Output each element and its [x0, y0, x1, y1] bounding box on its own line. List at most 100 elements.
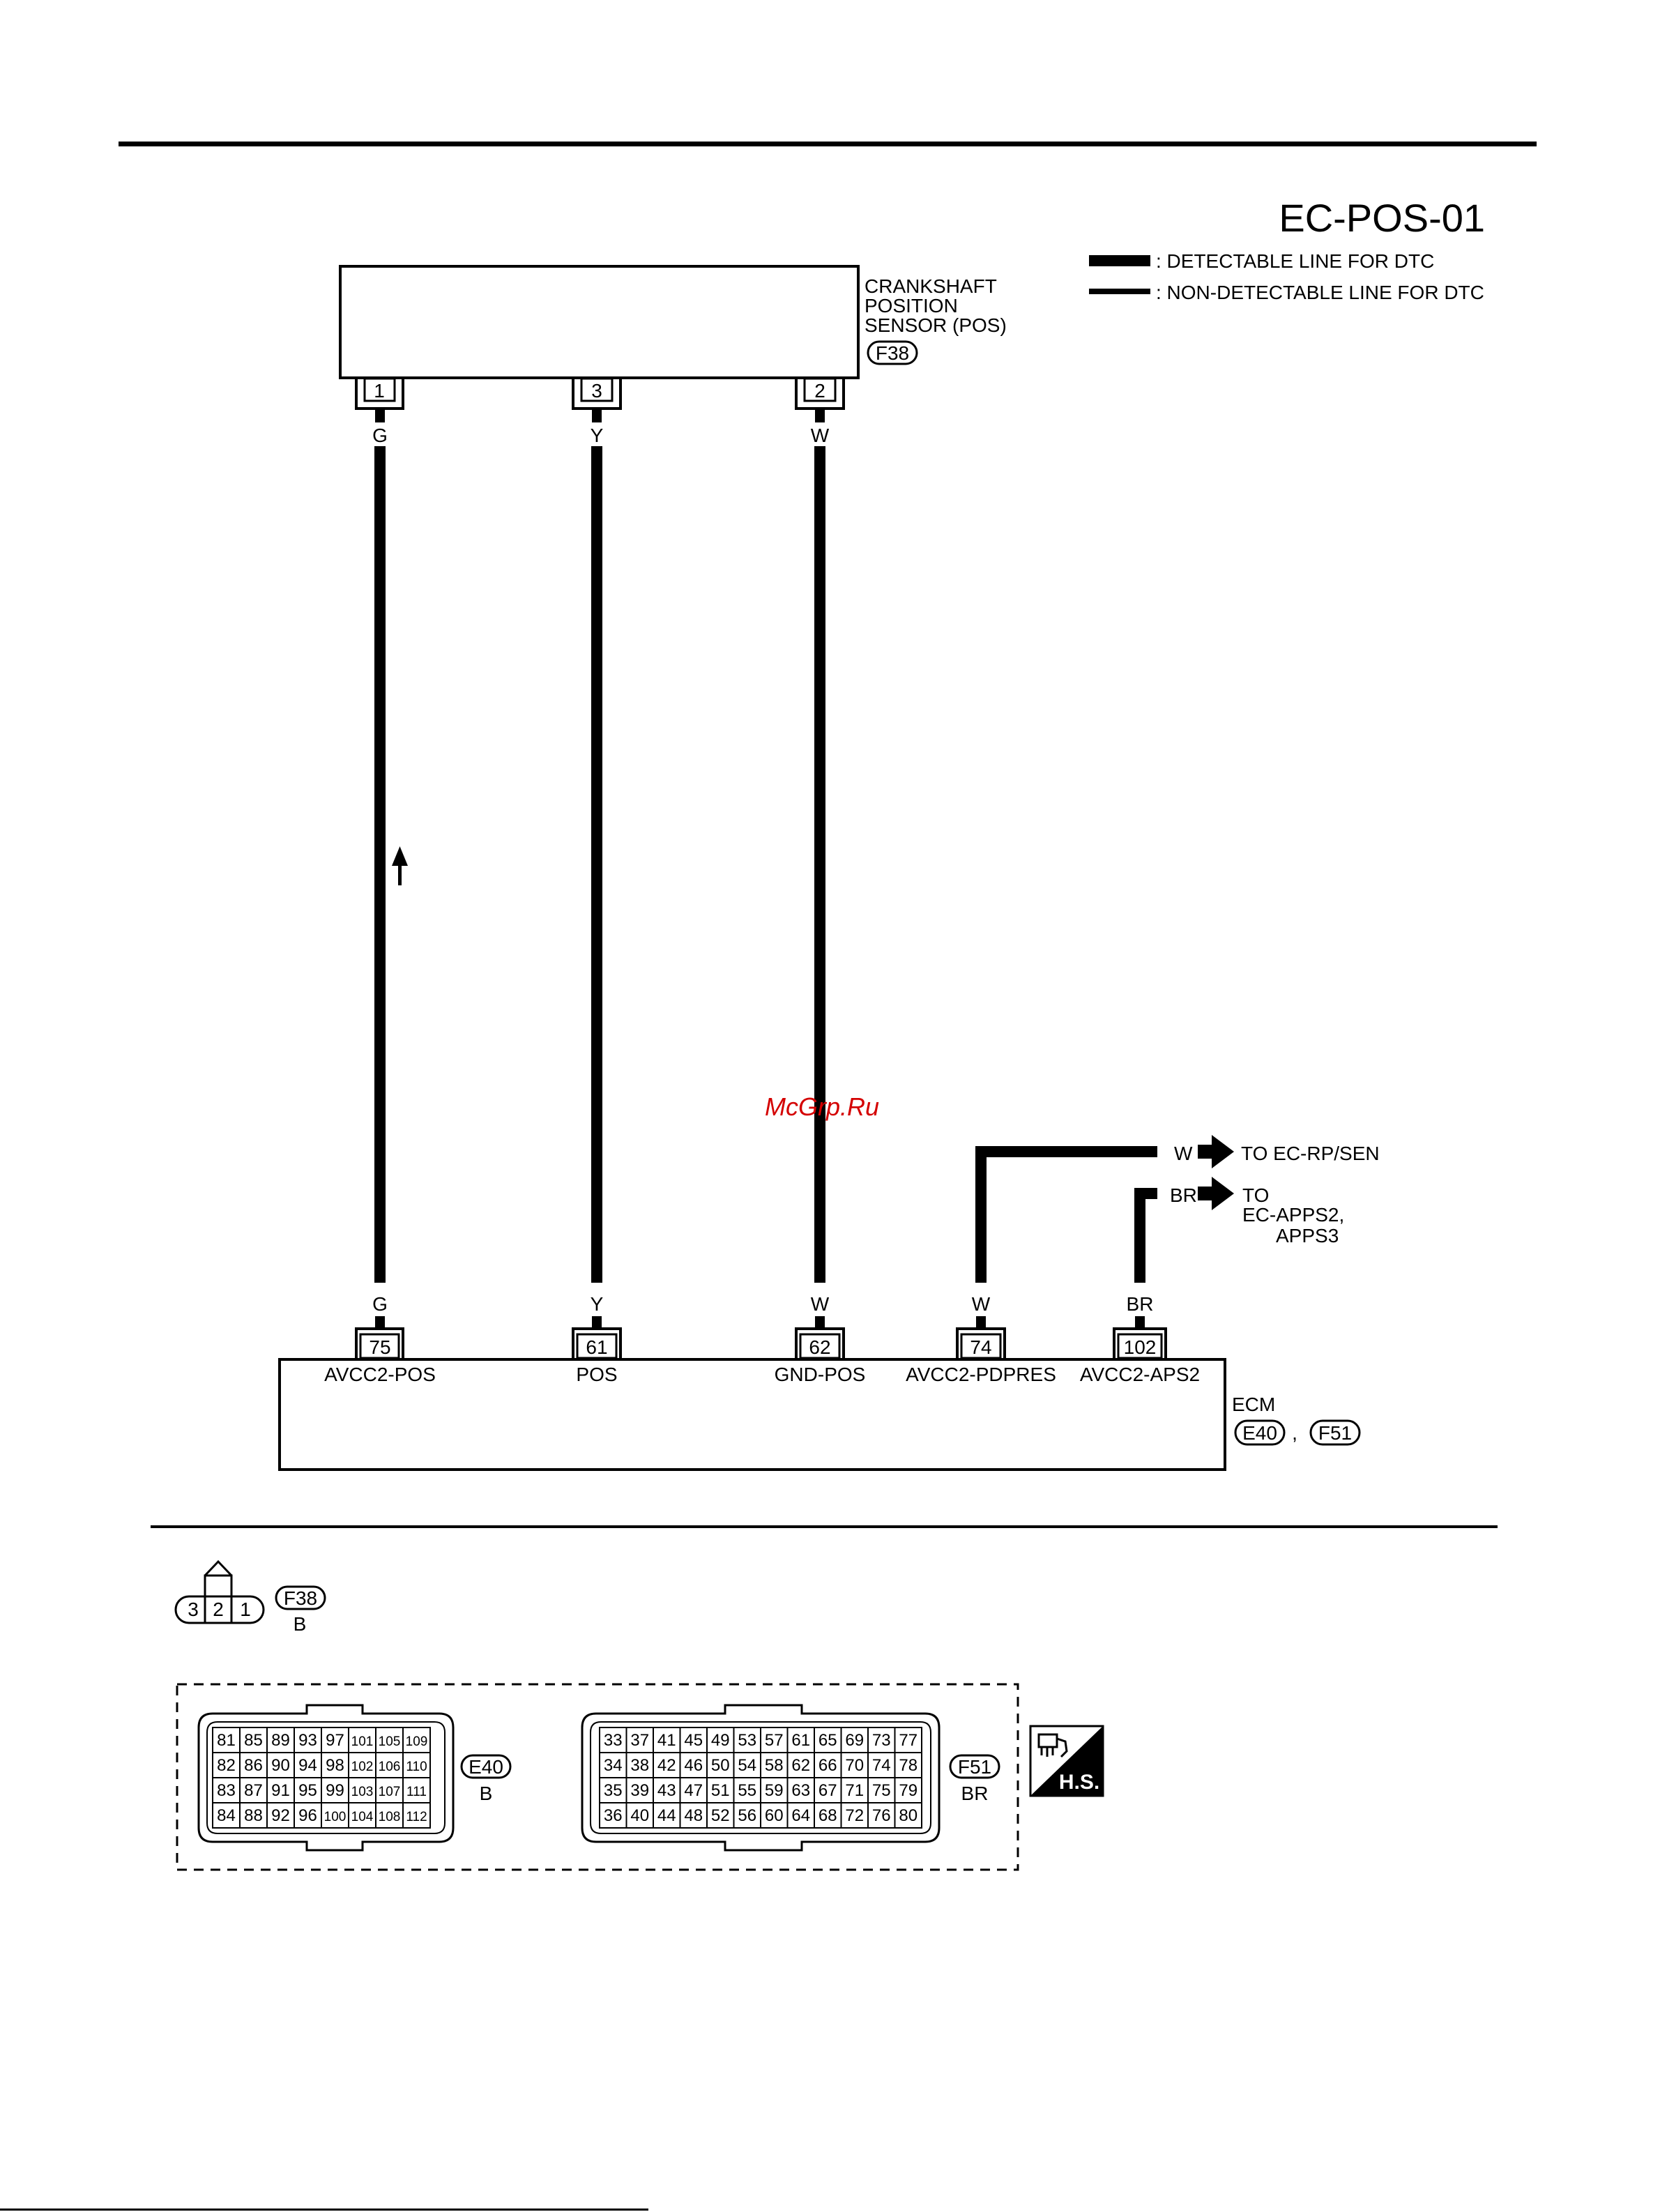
f51-pin-40: 40: [630, 1806, 649, 1825]
ecm-terminal-label-74: AVCC2-PDPRES: [906, 1364, 1056, 1385]
f51-pin-cell: [894, 1777, 922, 1803]
f51-pin-cell: [840, 1752, 869, 1778]
wire-w-color-top: W: [811, 425, 830, 446]
ecm-terminal-label-75: AVCC2-POS: [324, 1364, 436, 1385]
f51-pin-71: 71: [845, 1781, 864, 1800]
top-rule: [119, 142, 1537, 146]
sensor-name-line-2: POSITION: [865, 295, 958, 316]
f51-pin-41: 41: [657, 1731, 676, 1750]
f51-pin-60: 60: [765, 1806, 784, 1825]
f51-pin-67: 67: [818, 1781, 837, 1800]
f51-pin-cell: [599, 1802, 627, 1829]
e40-pin-cell: [402, 1802, 431, 1829]
branch-br-color-right: BR: [1170, 1184, 1197, 1206]
f51-pin-56: 56: [738, 1806, 756, 1825]
ecm-pin-74-number: 74: [970, 1336, 991, 1358]
signal-direction-arrow-icon: [392, 846, 408, 885]
e40-pin-91: 91: [271, 1781, 290, 1800]
sensor-pin-1: 1: [355, 377, 404, 410]
e40-pin-cell: [266, 1777, 295, 1803]
f38-pin-3: 3: [188, 1599, 199, 1620]
e40-pin-98: 98: [326, 1756, 344, 1775]
e40-pin-cell: [375, 1777, 404, 1803]
f51-pin-cell: [679, 1777, 708, 1803]
f51-pin-50: 50: [711, 1756, 730, 1775]
f51-pin-69: 69: [845, 1731, 864, 1750]
f51-pin-72: 72: [845, 1806, 864, 1825]
ecm: AVCC2-POS POS GND-POS AVCC2-PDPRES AVCC2…: [278, 1358, 1361, 1471]
f51-pin-74: 74: [872, 1756, 891, 1775]
f51-pin-cell: [679, 1727, 708, 1753]
f51-pin-49: 49: [711, 1731, 730, 1750]
f51-pin-51: 51: [711, 1781, 730, 1800]
f51-pin-55: 55: [738, 1781, 756, 1800]
legend-thin-sample: [1089, 289, 1150, 294]
f51-pin-cell: [733, 1802, 761, 1829]
f51-pin-35: 35: [604, 1781, 623, 1800]
ecm-pin-62: 62: [795, 1327, 845, 1359]
f51-pin-34: 34: [604, 1756, 623, 1775]
e40-pin-111: 111: [406, 1785, 427, 1799]
f51-pin-58: 58: [765, 1756, 784, 1775]
wire-g: G G: [372, 410, 388, 1329]
f51-pin-61: 61: [791, 1731, 810, 1750]
e40-pin-97: 97: [326, 1731, 344, 1750]
f51-pin-cell: [625, 1802, 654, 1829]
ecm-pin-61-number: 61: [586, 1336, 607, 1358]
wire-g-color-bottom: G: [372, 1293, 388, 1315]
f51-pin-cell: [679, 1802, 708, 1829]
f51-pin-47: 47: [684, 1781, 703, 1800]
branch-w-destination: TO EC-RP/SEN: [1241, 1143, 1380, 1164]
watermark: McGrp.Ru: [765, 1092, 879, 1121]
wire-y-color-top: Y: [591, 425, 604, 446]
f51-pin-cell: [786, 1752, 815, 1778]
e40-pin-82: 82: [217, 1756, 236, 1775]
f38-connector-face: 3 2 1 F38 B: [174, 1559, 326, 1635]
crankshaft-position-sensor: CRANKSHAFT POSITION SENSOR (POS) F38: [339, 265, 1007, 379]
sensor-pin-2-number: 2: [814, 380, 825, 402]
hs-harness-side-badge: H.S.: [1029, 1725, 1104, 1797]
f51-pin-cell: [760, 1727, 789, 1753]
f38-pin-2: 2: [213, 1599, 224, 1620]
ecm-connectors-enclosure: [176, 1683, 1019, 1871]
branch-br-destination-line-2: EC-APPS2,: [1242, 1204, 1344, 1226]
ecm-pin-102: 102: [1113, 1327, 1167, 1359]
hs-badge-label: H.S.: [1059, 1771, 1099, 1794]
legend-thick-sample: [1089, 255, 1150, 266]
f51-pin-cell: [894, 1802, 922, 1829]
e40-pin-95: 95: [298, 1781, 317, 1800]
branch-w-arrow-icon: [1198, 1135, 1234, 1168]
f51-pin-80: 80: [899, 1806, 917, 1825]
ecm-name: ECM: [1232, 1394, 1275, 1415]
f51-connector-id: F51: [958, 1756, 991, 1778]
f51-pin-43: 43: [657, 1781, 676, 1800]
f51-pin-59: 59: [765, 1781, 784, 1800]
ecm-terminal-label-102: AVCC2-APS2: [1080, 1364, 1200, 1385]
e40-pin-103: 103: [351, 1785, 374, 1799]
sensor-pin-3: 3: [572, 377, 622, 410]
f51-pin-cell: [599, 1752, 627, 1778]
e40-pin-102: 102: [351, 1760, 374, 1774]
f51-pin-70: 70: [845, 1756, 864, 1775]
f51-pin-78: 78: [899, 1756, 917, 1775]
e40-pin-100: 100: [324, 1810, 347, 1824]
ecm-terminal-label-61: POS: [576, 1364, 617, 1385]
ecm-connector-separator: ,: [1292, 1422, 1297, 1444]
f51-pin-cell: [706, 1802, 735, 1829]
f51-pin-36: 36: [604, 1806, 623, 1825]
f51-pin-cell: [814, 1802, 842, 1829]
e40-pin-cell: [212, 1802, 241, 1829]
ecm-box: [278, 1358, 1226, 1471]
f51-pin-54: 54: [738, 1756, 756, 1775]
sensor-pin-3-number: 3: [591, 380, 602, 402]
legend-thick-label: : DETECTABLE LINE FOR DTC: [1156, 250, 1434, 272]
wire-w: W W: [811, 410, 830, 1329]
legend: : DETECTABLE LINE FOR DTC : NON-DETECTAB…: [1089, 250, 1484, 303]
sensor-name-line-1: CRANKSHAFT: [865, 275, 997, 297]
e40-pin-81: 81: [217, 1731, 236, 1750]
diagram-code: EC-POS-01: [1279, 196, 1485, 240]
e40-pin-cell: [375, 1752, 404, 1778]
